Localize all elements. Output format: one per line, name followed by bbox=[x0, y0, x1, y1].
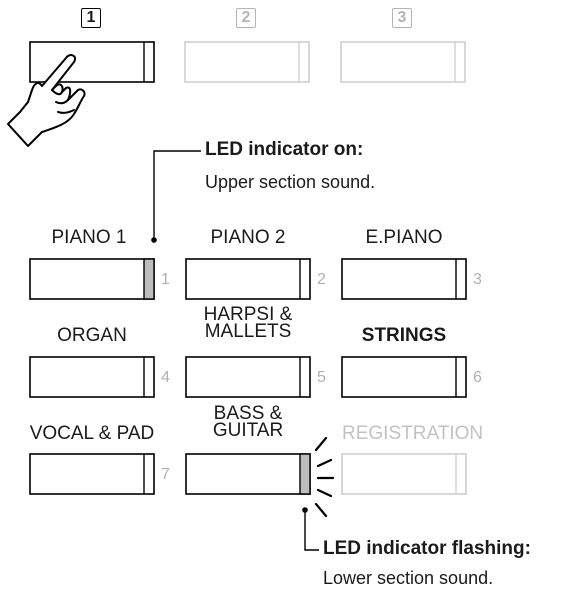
number-7: 7 bbox=[161, 466, 170, 484]
upper-callout-title: LED indicator on: bbox=[205, 139, 363, 161]
label-bass-guitar: BASS & GUITAR bbox=[186, 405, 310, 439]
led-indicator-flashing bbox=[300, 454, 310, 494]
panel-number-1: 1 bbox=[81, 8, 101, 28]
label-e-piano: E.PIANO bbox=[342, 228, 466, 247]
panel-memory-button-1[interactable] bbox=[30, 42, 154, 82]
label-harpsi-mallets: HARPSI & MALLETS bbox=[186, 306, 310, 340]
lower-callout-title: LED indicator flashing: bbox=[323, 538, 531, 560]
label-guitar-line2: GUITAR bbox=[186, 422, 310, 439]
number-1: 1 bbox=[161, 271, 170, 289]
number-3: 3 bbox=[473, 271, 482, 289]
flash-rays-icon bbox=[316, 438, 333, 516]
number-6: 6 bbox=[473, 369, 482, 387]
label-mallets-line2: MALLETS bbox=[186, 323, 310, 340]
label-vocal-pad: VOCAL & PAD bbox=[22, 424, 162, 443]
upper-callout-body: Upper section sound. bbox=[205, 172, 375, 193]
button-piano-2[interactable] bbox=[186, 259, 310, 299]
label-piano-2: PIANO 2 bbox=[186, 228, 310, 247]
panel-memory-button-3[interactable] bbox=[341, 42, 465, 82]
panel-memory-button-2[interactable] bbox=[185, 42, 309, 82]
label-strings: STRINGS bbox=[342, 326, 466, 345]
button-strings[interactable] bbox=[342, 357, 466, 397]
label-registration: REGISTRATION bbox=[342, 424, 466, 443]
number-2: 2 bbox=[317, 271, 326, 289]
button-registration[interactable] bbox=[342, 454, 466, 494]
number-5: 5 bbox=[317, 369, 326, 387]
panel-number-2: 2 bbox=[236, 8, 256, 28]
label-piano-1: PIANO 1 bbox=[30, 228, 148, 247]
button-vocal-pad[interactable] bbox=[30, 454, 154, 494]
button-bass-guitar[interactable] bbox=[186, 454, 310, 494]
button-organ[interactable] bbox=[30, 357, 154, 397]
label-organ: ORGAN bbox=[30, 326, 154, 345]
number-4: 4 bbox=[161, 369, 170, 387]
led-indicator-on bbox=[144, 259, 154, 299]
lower-callout-body: Lower section sound. bbox=[323, 568, 493, 589]
panel-number-3: 3 bbox=[392, 8, 412, 28]
upper-led-dot bbox=[151, 237, 157, 243]
lower-callout-leader bbox=[305, 510, 319, 550]
button-e-piano[interactable] bbox=[342, 259, 466, 299]
upper-callout-leader bbox=[154, 151, 201, 240]
button-piano-1[interactable] bbox=[30, 259, 154, 299]
button-harpsi-mallets[interactable] bbox=[186, 357, 310, 397]
